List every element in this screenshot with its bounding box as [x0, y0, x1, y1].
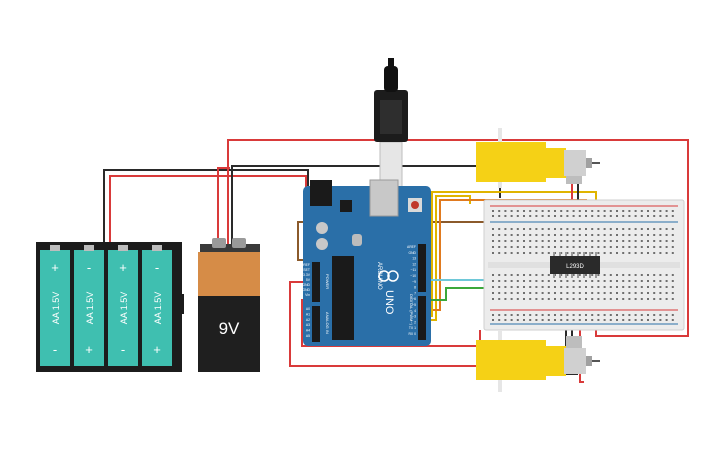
battery-9v-label: 9V: [219, 319, 240, 338]
power-label: POWER: [325, 274, 330, 289]
l293d-driver-ic[interactable]: L293D: [550, 252, 600, 278]
pin-label: A2: [306, 318, 310, 322]
motor-top[interactable]: [476, 128, 600, 188]
pin-label: RX 0: [408, 332, 416, 336]
pin-label: 4: [414, 309, 416, 313]
pin-label: 3.3V: [303, 273, 311, 277]
pin-label: 12: [412, 262, 416, 266]
pin-label: 8: [414, 286, 416, 290]
aa-cell-top-sign: +: [51, 260, 59, 275]
pin-label: ~10: [410, 274, 416, 278]
pin-label: ~11: [411, 268, 417, 272]
motor-bottom[interactable]: [476, 330, 600, 392]
aa-cell-label: AA 1.5V: [119, 292, 129, 325]
pin-label: ~3: [412, 315, 416, 319]
aa-cell[interactable]: + - AA 1.5V: [40, 245, 70, 366]
aa-cell-bottom-sign: +: [153, 342, 161, 357]
aa-cell-label: AA 1.5V: [85, 292, 95, 325]
pin-label: 7: [414, 291, 416, 295]
pin-label: ~6: [412, 297, 416, 301]
aa-cell-bottom-sign: -: [121, 342, 125, 357]
pin-label: 13: [412, 257, 416, 261]
aa-cell-label: AA 1.5V: [51, 292, 61, 325]
pin-label: 2: [414, 320, 416, 324]
pin-label: AREF: [407, 245, 416, 249]
driver-ic-label: L293D: [566, 264, 584, 270]
aa-cell[interactable]: - + AA 1.5V: [74, 245, 104, 366]
aa-battery-pack[interactable]: + - AA 1.5V - + AA 1.5V + - AA 1.5V - + AA 1.5V: [36, 242, 184, 372]
battery-9v[interactable]: 9V: [198, 238, 260, 372]
pin-label: TX 1: [409, 326, 416, 330]
wire-yellow[interactable]: [428, 195, 471, 321]
wire-aa-red[interactable]: [109, 175, 307, 245]
pin-label: 5V: [306, 278, 311, 282]
digital-label: DIGITAL (PWM~): [409, 294, 414, 326]
aa-cell[interactable]: + - AA 1.5V: [108, 245, 138, 366]
aa-cell-top-sign: +: [119, 260, 127, 275]
aa-cell-top-sign: -: [155, 260, 159, 275]
pin-label: A1: [306, 312, 310, 316]
pin-label: GND: [302, 283, 310, 287]
aa-cell-top-sign: -: [87, 260, 91, 275]
pin-label: IOREF: [300, 263, 310, 267]
usb-cable[interactable]: [374, 58, 408, 193]
aa-cell-bottom-sign: +: [85, 342, 93, 357]
pin-label: A3: [306, 323, 310, 327]
pin-label: GND: [302, 288, 310, 292]
arduino-brand: ARDUINO: [376, 262, 382, 290]
pin-label: ~5: [412, 303, 416, 307]
pin-label: RESET: [299, 268, 310, 272]
pin-label: A4: [306, 329, 310, 333]
wire-9v-red[interactable]: [217, 167, 230, 244]
analog-label: ANALOG IN: [325, 312, 330, 334]
aa-cell[interactable]: - + AA 1.5V: [142, 245, 172, 366]
arduino-uno-board[interactable]: ARDUINO UNO POWER ANALOG IN DIGITAL (PWM…: [299, 179, 431, 346]
wire-left-red[interactable]: [289, 281, 488, 367]
pin-label: A5: [306, 334, 310, 338]
pin-label: A0: [306, 307, 310, 311]
wire-aa-black[interactable]: [103, 169, 309, 245]
pin-label: Vin: [305, 293, 310, 297]
aa-cell-label: AA 1.5V: [153, 292, 163, 325]
pin-label: ~9: [412, 280, 416, 284]
arduino-model: UNO: [383, 290, 395, 315]
pin-label: GND: [408, 251, 416, 255]
aa-cell-bottom-sign: -: [53, 342, 57, 357]
